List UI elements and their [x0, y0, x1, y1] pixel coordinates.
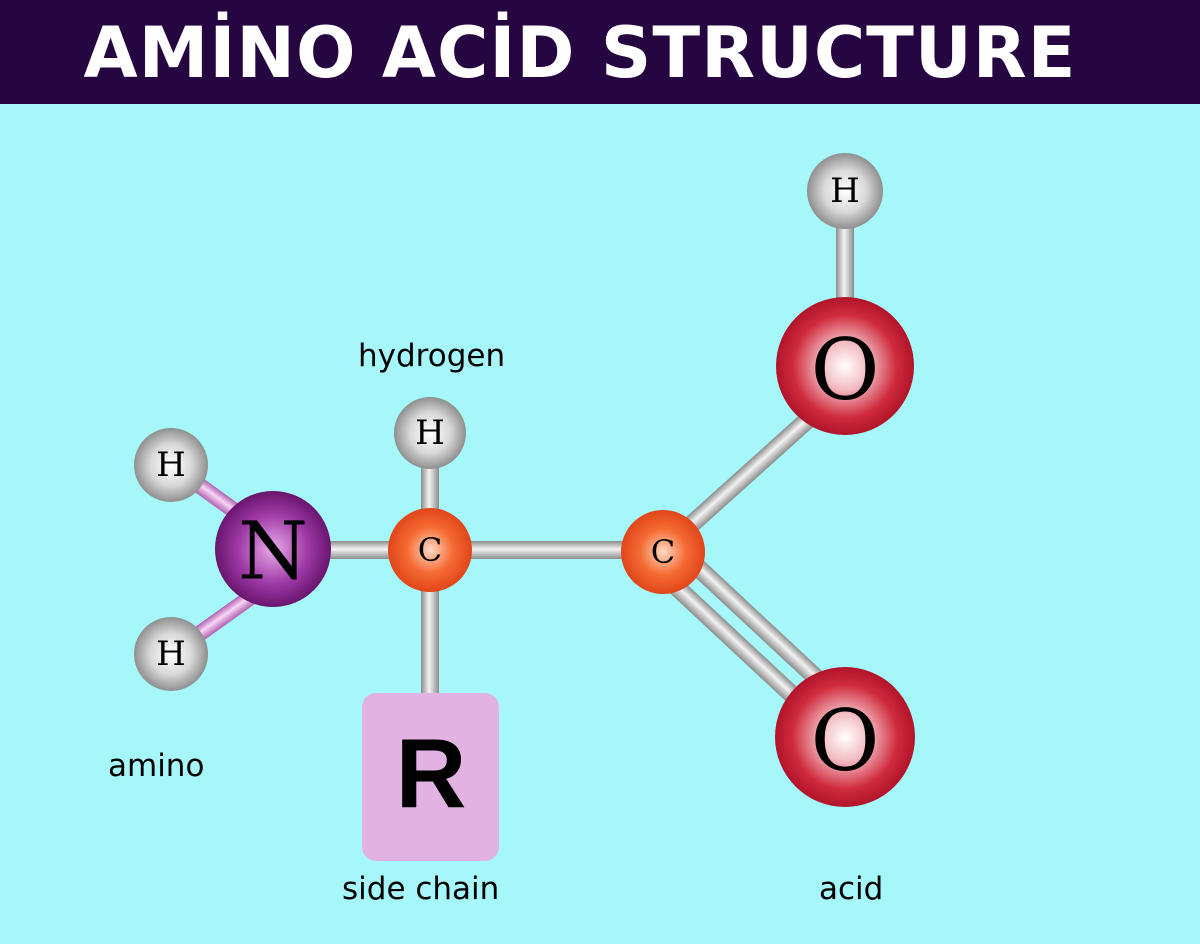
bond-calpha-ccarboxyl [430, 541, 663, 559]
svg-text:H: H [156, 445, 186, 485]
svg-text:H: H [830, 171, 860, 211]
page-title: AMİNO ACİD STRUCTURE [83, 12, 1077, 94]
r-group-label: R [396, 718, 467, 828]
hydrogen-atom-amino-bottom: H [134, 617, 208, 691]
title-banner [0, 0, 1200, 104]
side-chain-label: side chain [342, 871, 500, 907]
acid-label: acid [819, 871, 884, 907]
oxygen-atom-hydroxyl: O [776, 297, 914, 435]
molecule-diagram: R H H N H C C H O O [134, 153, 915, 861]
svg-text:H: H [156, 634, 186, 674]
alpha-carbon-atom: C [388, 508, 472, 592]
svg-text:O: O [811, 692, 880, 790]
hydrogen-label: hydrogen [358, 338, 506, 374]
svg-text:C: C [418, 531, 442, 569]
amino-label: amino [108, 748, 205, 784]
svg-text:O: O [811, 321, 880, 419]
hydrogen-atom-alpha: H [394, 397, 466, 469]
nitrogen-atom: N [215, 491, 331, 607]
svg-text:H: H [415, 413, 445, 453]
svg-text:C: C [651, 533, 675, 571]
svg-text:N: N [238, 505, 308, 598]
hydrogen-atom-amino-top: H [134, 428, 208, 502]
hydrogen-atom-hydroxyl: H [807, 153, 883, 229]
r-group-box: R [362, 693, 499, 861]
carboxyl-carbon-atom: C [621, 510, 705, 594]
oxygen-atom-double-bond: O [775, 667, 915, 807]
